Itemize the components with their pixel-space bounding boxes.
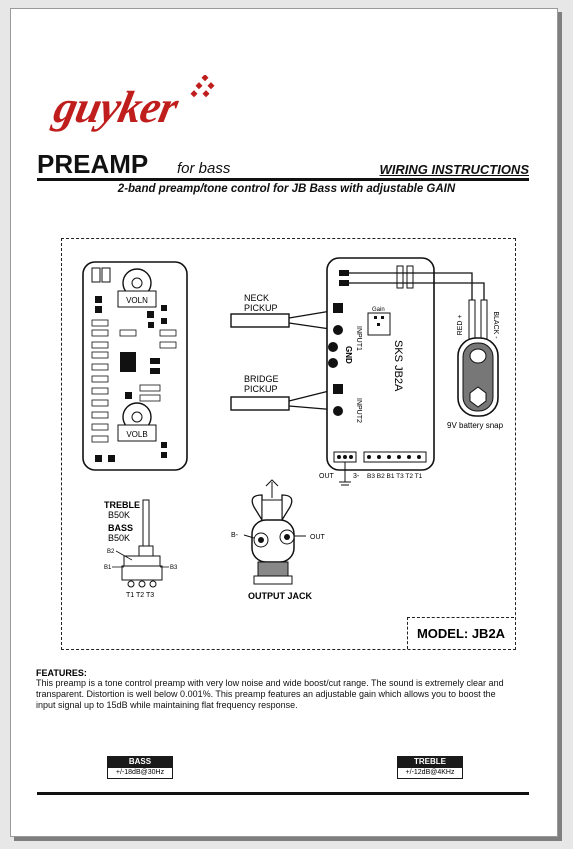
output-jack: B- OUT OUTPUT JACK (231, 479, 326, 601)
bridge-pickup: BRIDGE PICKUP (230, 374, 338, 411)
bass-value: B50K (108, 533, 130, 543)
tone-pot: TREBLE B50K BASS B50K B2 B1 B3 T1 T2 T3 (104, 499, 178, 599)
title-suffix: for bass (177, 160, 231, 177)
neck-label-2: PICKUP (244, 303, 278, 313)
out-terminal-label: OUT (319, 473, 335, 480)
bridge-label-2: PICKUP (244, 384, 278, 394)
pot-label-volb: VOLB (126, 430, 147, 439)
input2-label: INPUT2 (355, 398, 362, 423)
battery-snap: RED + BLACK - 9V battery snap (349, 272, 504, 430)
b1-label: B1 (104, 565, 112, 571)
battery-label: 9V battery snap (447, 421, 504, 430)
bass-spec-badge: BASS +/-18dB@30Hz (107, 756, 173, 779)
treble-spec-badge: TREBLE +/-12dB@4KHz (397, 756, 463, 779)
model-label: MODEL: JB2A (416, 626, 506, 641)
t-row-label: T1 T2 T3 (126, 592, 154, 599)
b3-label: B3 (170, 565, 178, 571)
left-pcb-board: VOLN VOLB (82, 261, 188, 471)
b2-label: B2 (107, 549, 115, 555)
red-wire-label: RED + (457, 315, 464, 336)
logo-notes-icon (190, 75, 215, 98)
tone-terminal-labels: B3 B2 B1 T3 T2 T1 (367, 473, 423, 480)
treble-value: B50K (108, 510, 130, 520)
gnd-label: GND (344, 346, 353, 364)
header-divider (37, 178, 529, 181)
guyker-logo: guyker (50, 75, 255, 145)
model-box: MODEL: JB2A (407, 617, 514, 649)
pot-label-voln: VOLN (126, 296, 148, 305)
terminal-labels: OUT 3- B3 B2 B1 T3 T2 T1 (319, 462, 423, 486)
bass-spec-label: BASS (107, 756, 173, 767)
treble-spec-value: +/-12dB@4KHz (397, 767, 463, 779)
bass-spec-value: +/-18dB@30Hz (107, 767, 173, 779)
input1-label: INPUT1 (355, 326, 362, 351)
gain-label: Gain (372, 307, 385, 313)
right-pcb-board: INPUT1 INPUT2 GND Gain SKS JB2A (326, 257, 435, 471)
section-heading: WIRING INSTRUCTIONS (379, 162, 530, 177)
bridge-label-1: BRIDGE (244, 374, 279, 384)
features-text: This preamp is a tone control preamp wit… (36, 678, 504, 710)
footer-divider (37, 792, 529, 795)
neck-label-1: NECK (244, 293, 269, 303)
wiring-diagram (61, 238, 516, 650)
jack-left-label: B- (231, 532, 239, 539)
document-header: PREAMP for bass WIRING INSTRUCTIONS (37, 149, 530, 180)
features-heading: FEATURES: (36, 668, 87, 678)
subtitle: 2-band preamp/tone control for JB Bass w… (117, 183, 456, 195)
treble-label: TREBLE (104, 500, 140, 510)
treble-spec-label: TREBLE (397, 756, 463, 767)
board-name: SKS JB2A (392, 340, 404, 392)
page-title: PREAMP (37, 149, 149, 179)
neck-pickup: NECK PICKUP (230, 293, 338, 331)
black-wire-label: BLACK - (492, 311, 499, 339)
jack-right-label: OUT (310, 534, 326, 541)
jack-title: OUTPUT JACK (248, 591, 313, 601)
bass-label: BASS (108, 523, 133, 533)
minus-terminal-label: 3- (353, 473, 360, 480)
